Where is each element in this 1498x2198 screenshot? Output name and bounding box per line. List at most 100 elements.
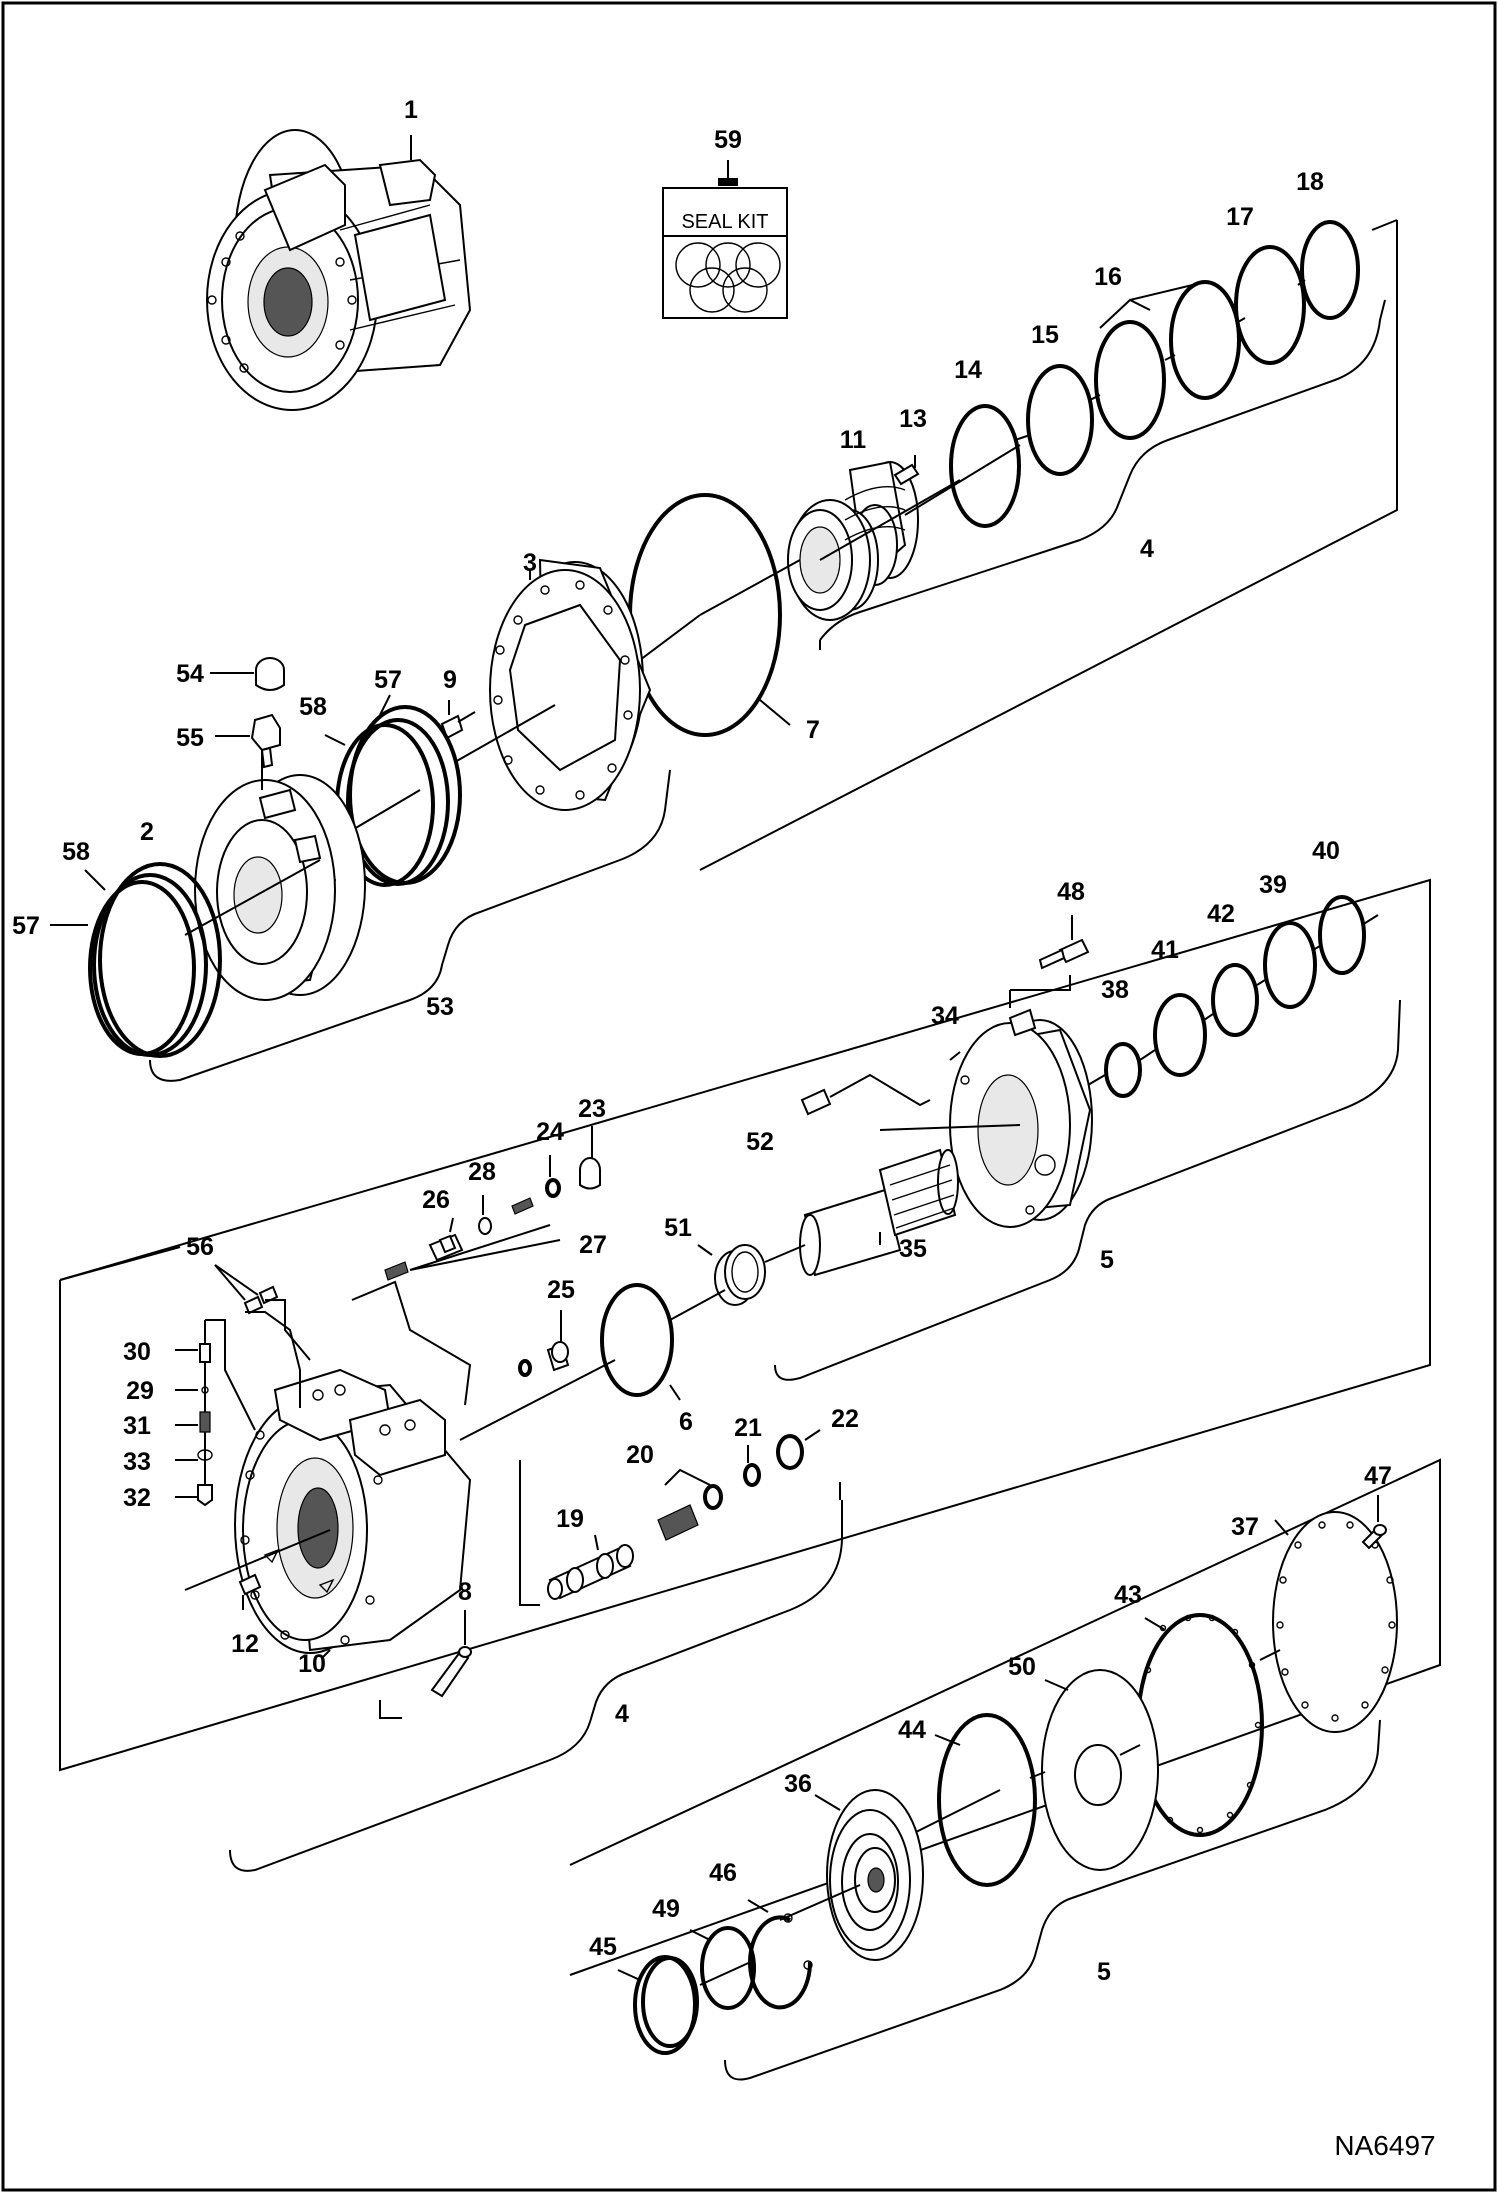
callout-39: 39 [1259,871,1287,899]
callout-45: 45 [589,1933,617,1961]
callout-35: 35 [899,1235,927,1263]
callout-53: 53 [426,993,454,1021]
group-4-upper-brace [819,299,1386,641]
callout-32: 32 [123,1484,151,1512]
part-48-bolt [1038,915,1090,970]
part-13-screw [893,455,920,486]
callout-28: 28 [468,1158,496,1186]
part-16-ring-b [1169,280,1241,400]
callout-43: 43 [1114,1581,1142,1609]
part-26-cartridge [428,1217,464,1262]
callout-54: 54 [176,660,204,688]
part-17-ring [1234,245,1306,365]
callout-18: 18 [1296,168,1324,196]
callout-29: 29 [126,1377,154,1405]
seal-kit-label: SEAL KIT [681,211,768,233]
part-37-cover [1272,1511,1398,1733]
callout-23: 23 [578,1095,606,1123]
part-52-pin [800,1073,931,1116]
group-5-lower-brace [724,1719,1381,2081]
part-49-ring [700,1926,756,2010]
callout-50: 50 [1008,1653,1036,1681]
group-4-upper-frame [699,220,1398,871]
callout-36: 36 [784,1770,812,1798]
callout-2: 2 [140,818,154,846]
callout-17: 17 [1226,203,1254,231]
callout-5-lower: 5 [1097,1958,1111,1986]
callout-42: 42 [1207,900,1235,928]
part-43-gasket [1136,1613,1264,1837]
callout-55: 55 [176,724,204,752]
part-34-housing [949,1008,1093,1228]
group-5-upper-brace [774,999,1401,1381]
part-23-plug [579,1126,601,1190]
part-55-fitting [215,713,281,769]
part-10-housing [234,1368,472,1654]
part-12-plug [238,1573,262,1610]
part-35-shaft [799,1148,959,1277]
callout-16: 16 [1094,263,1122,291]
callout-4-lower: 4 [615,1700,629,1728]
part-1-motor-assembly [206,129,472,411]
part-24-ring [545,1155,561,1198]
part-54-cap [210,657,285,691]
left-valve-stack [175,1319,256,1507]
group-4-lower-frame [519,1460,841,1606]
callout-6: 6 [679,1408,693,1436]
callout-58-lower: 58 [62,838,90,866]
callout-25: 25 [547,1276,575,1304]
callout-5-upper: 5 [1100,1246,1114,1274]
part-59-seal-kit: SEAL KIT [662,160,788,319]
callout-31: 31 [123,1412,151,1440]
callout-11: 11 [840,426,867,454]
callout-33: 33 [123,1448,151,1476]
part-14-ring [949,404,1021,528]
part-42-ring [1211,963,1259,1037]
callout-20: 20 [626,1441,654,1469]
callout-13: 13 [899,405,927,433]
callout-7: 7 [806,716,820,744]
callout-labels: 1 59 18 17 16 15 14 13 11 4 3 54 57 9 58… [12,96,1392,1986]
drawing-code: NA6497 [1334,2130,1435,2161]
part-7-o-ring [628,493,782,737]
callout-27: 27 [579,1231,607,1259]
part-45-seal [617,1955,699,2055]
callout-37: 37 [1231,1513,1259,1541]
callout-51: 51 [664,1214,692,1242]
callout-24: 24 [536,1118,564,1146]
part-6-o-ring [600,1283,674,1397]
part-28-washer [478,1195,492,1235]
callout-22: 22 [831,1405,859,1433]
group-4-lower-brace [229,1500,843,1872]
callout-57-lower: 57 [12,912,40,940]
part-36-piston [814,1789,924,1961]
callout-12: 12 [231,1630,259,1658]
callout-19: 19 [556,1505,584,1533]
part-56-plugs [214,1264,311,1408]
callout-34: 34 [931,1002,959,1030]
callout-38: 38 [1101,976,1129,1004]
part-44-ring [937,1713,1037,1887]
callout-49: 49 [652,1895,680,1923]
part-47-bolt [1361,1495,1387,1550]
callout-58-upper: 58 [299,693,327,721]
callout-21: 21 [734,1414,762,1442]
callout-26: 26 [422,1186,450,1214]
group-5-upper-frame [59,878,1431,1772]
part-39-ring [1263,921,1317,1009]
callout-30: 30 [123,1338,151,1366]
callout-10: 10 [298,1650,326,1678]
part-21-ring [743,1445,761,1487]
part-25-plug [518,1310,570,1377]
part-51-bushing [697,1244,766,1306]
group-5-lower-frame [569,1458,1441,1976]
callout-59: 59 [714,126,742,154]
part-9-bolt [440,700,476,740]
callout-3: 3 [523,549,537,577]
part-16-ring-a [1094,320,1166,440]
callout-52: 52 [746,1128,774,1156]
callout-40: 40 [1312,837,1340,865]
callout-56: 56 [186,1233,214,1261]
